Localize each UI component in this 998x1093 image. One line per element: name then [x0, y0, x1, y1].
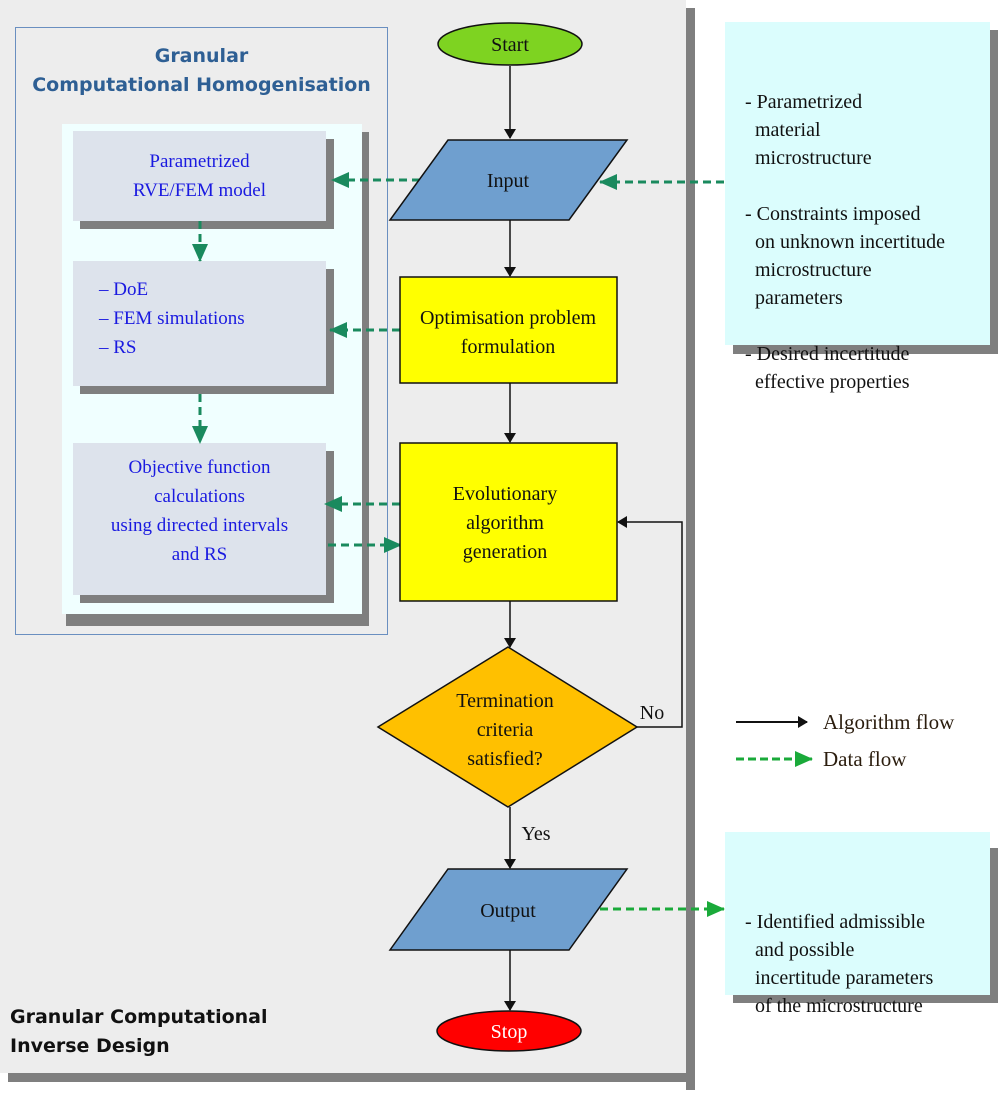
input-node[interactable] [388, 139, 629, 221]
start-label: Start [491, 34, 529, 56]
evolutionary-label-line2: algorithm [466, 512, 544, 534]
cyan-shadow [66, 614, 369, 626]
input-label: Input [487, 170, 530, 192]
output-notes-box: - Identified admissible and possible inc… [725, 832, 990, 1017]
rve-fem-model-box[interactable]: Parametrized RVE/FEM model [73, 131, 326, 221]
output-node[interactable] [388, 868, 629, 951]
output-notes-text: - Identified admissible and possible inc… [745, 911, 934, 1017]
stop-node[interactable] [436, 1010, 582, 1052]
fem-simulations-item: – FEM simulations [99, 308, 245, 329]
output-label: Output [480, 900, 536, 922]
inverse-design-title: Granular Computational Inverse Design [10, 1003, 268, 1061]
rve-fem-line1: Parametrized [149, 151, 250, 172]
evolutionary-label-line3: generation [463, 541, 547, 563]
rs-item: – RS [99, 337, 137, 358]
evolutionary-node[interactable] [399, 442, 618, 602]
homogenisation-title: Granular Computational Homogenisation [15, 42, 388, 100]
termination-decision-node[interactable] [376, 646, 639, 808]
doe-fem-rs-box[interactable]: – DoE – FEM simulations – RS [73, 261, 326, 386]
stop-label: Stop [491, 1021, 528, 1043]
input-notes-text: - Parametrized material microstructure -… [745, 91, 945, 393]
start-node[interactable] [437, 22, 583, 66]
no-label: No [640, 702, 664, 724]
decision-label-line3: satisfied? [467, 748, 543, 770]
doe-item: – DoE [99, 279, 149, 300]
objective-line1: Objective function [128, 457, 271, 478]
objective-line2: calculations [154, 486, 245, 507]
legend-algorithm-flow-label: Algorithm flow [823, 710, 955, 734]
objective-line4: and RS [171, 544, 228, 565]
rve-fem-line2: RVE/FEM model [132, 180, 267, 201]
inverse-design-title-line2: Inverse Design [10, 1035, 170, 1057]
evolutionary-label-line1: Evolutionary [453, 483, 557, 505]
panel-shadow [8, 1073, 695, 1082]
flow-arrow-no-loop [617, 516, 683, 728]
homogenisation-frame [15, 27, 388, 635]
legend-data-flow-label: Data flow [823, 747, 907, 771]
cyan-shadow [362, 132, 369, 626]
decision-label-line1: Termination [456, 690, 553, 712]
homogenisation-title-line2: Computational Homogenisation [32, 74, 371, 96]
yes-label: Yes [521, 823, 550, 845]
optimisation-label-line2: formulation [461, 336, 555, 358]
decision-label-line2: criteria [477, 719, 534, 741]
optimisation-node[interactable] [399, 276, 618, 384]
objective-line3: using directed intervals [110, 515, 289, 536]
input-notes-box: - Parametrized material microstructure -… [725, 22, 990, 393]
optimisation-label-line1: Optimisation problem [420, 307, 597, 329]
inverse-design-title-line1: Granular Computational [10, 1006, 268, 1028]
objective-function-box[interactable]: Objective function calculations using di… [73, 443, 326, 595]
panel-shadow [686, 8, 695, 1090]
homogenisation-title-line1: Granular [154, 45, 249, 67]
